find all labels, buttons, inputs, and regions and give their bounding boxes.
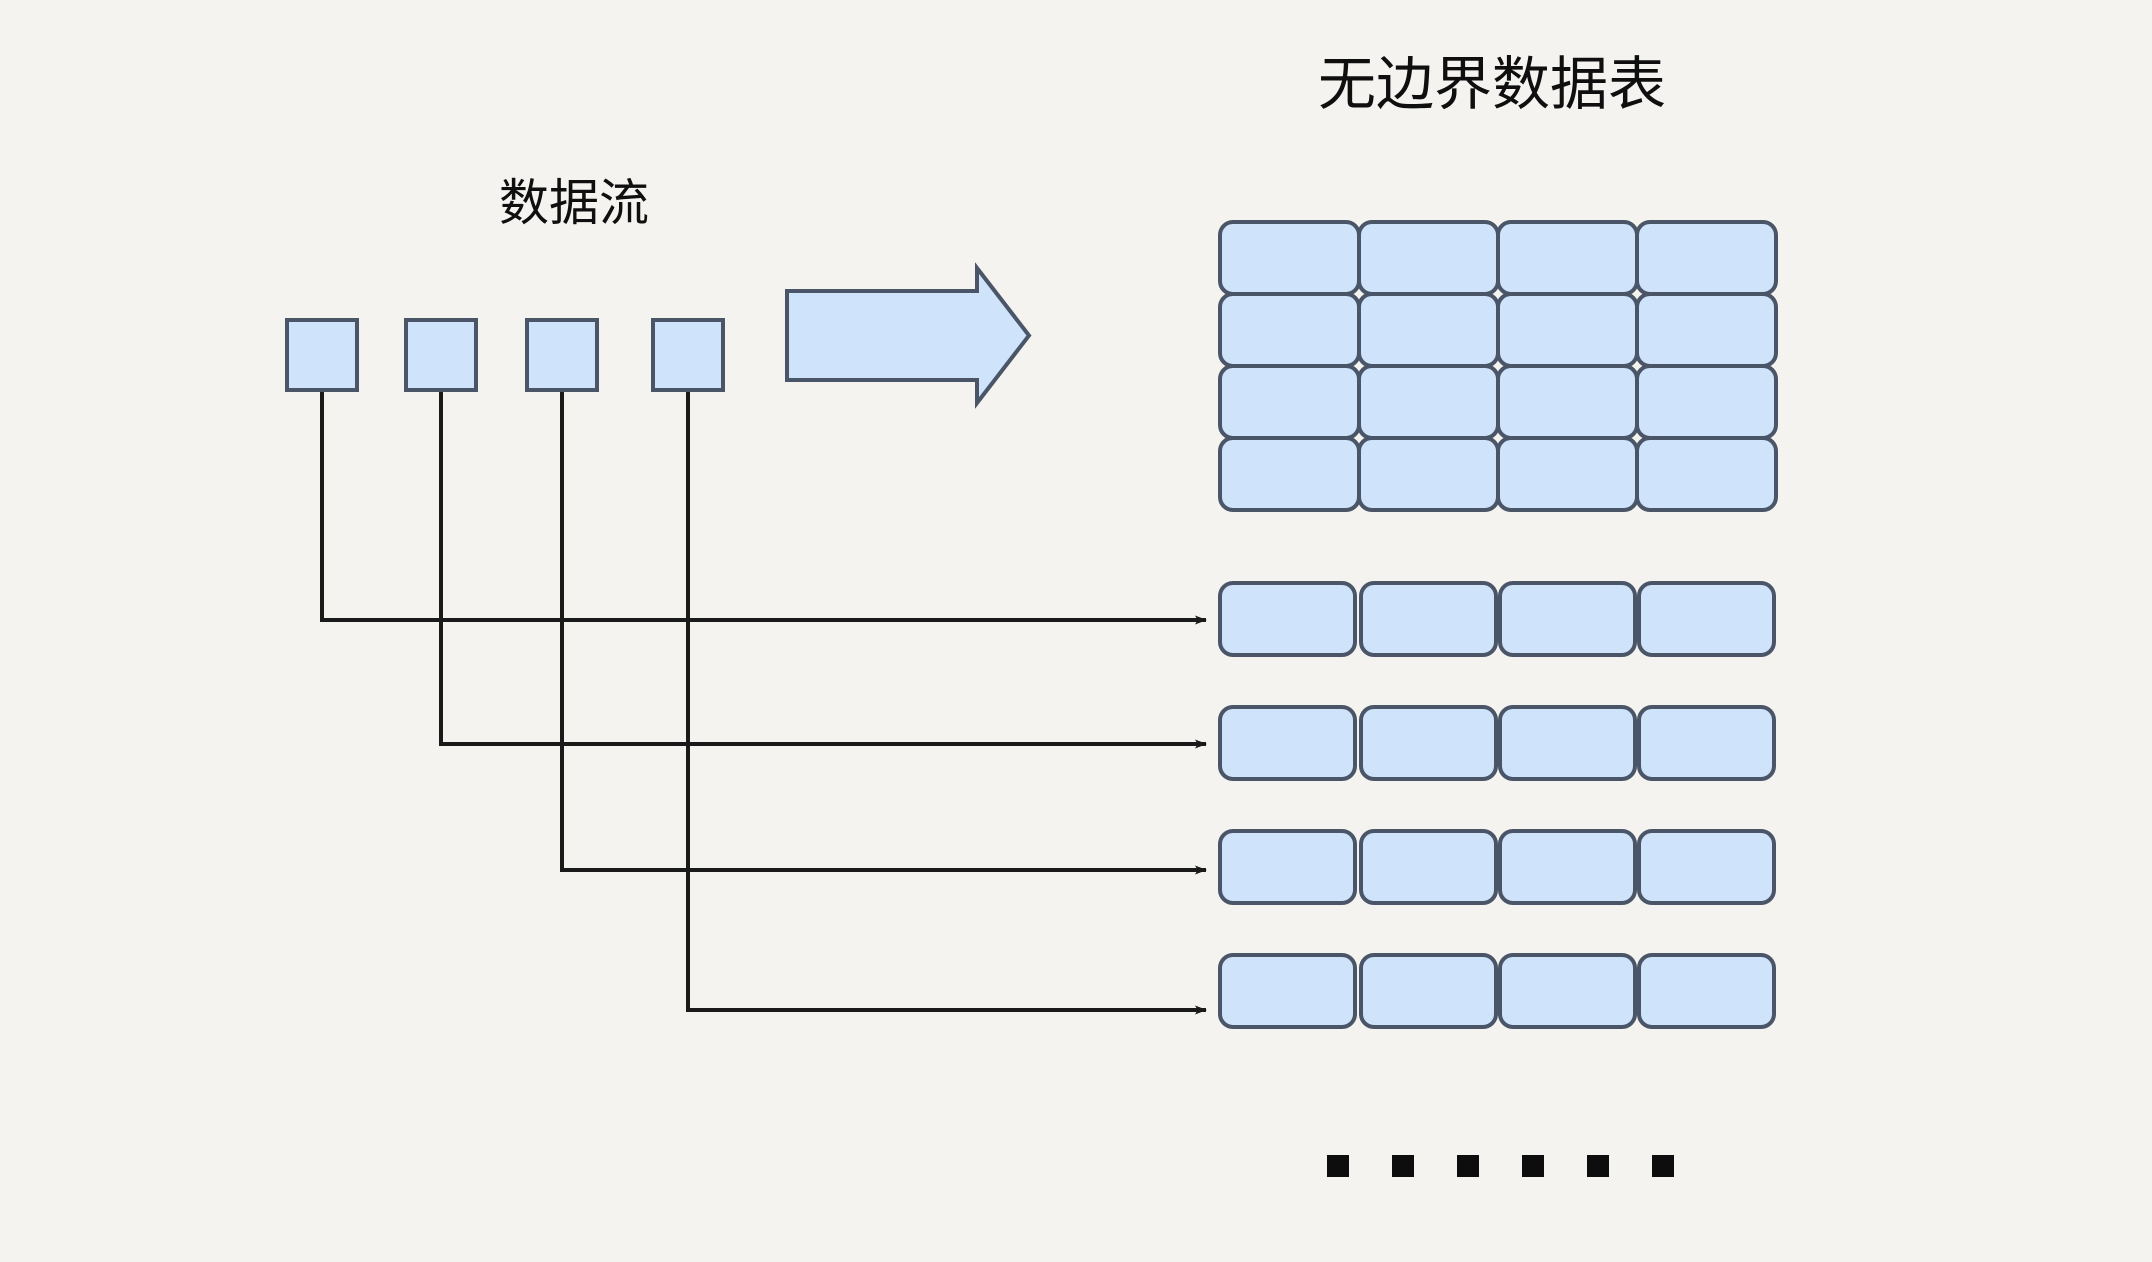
row-3-cell-1	[1218, 829, 1357, 905]
connector-lines	[320, 390, 1207, 1015]
row-1-cell-2	[1359, 581, 1498, 657]
grid-cell-r4-c2	[1357, 436, 1500, 512]
ellipsis-dot-3	[1457, 1155, 1479, 1177]
row-1-cell-4	[1637, 581, 1776, 657]
row-4-cell-4	[1637, 953, 1776, 1029]
row-2-cell-1	[1218, 705, 1357, 781]
grid-cell-r3-c3	[1496, 364, 1639, 440]
grid-cell-r3-c1	[1218, 364, 1361, 440]
ellipsis-dot-6	[1652, 1155, 1674, 1177]
connector-line-4	[686, 390, 1207, 1015]
flow-direction-arrow-icon	[785, 262, 1032, 409]
data-stream-label: 数据流	[499, 175, 649, 231]
ellipsis-dot-1	[1327, 1155, 1349, 1177]
grid-cell-r1-c1	[1218, 220, 1361, 296]
grid-cell-r2-c2	[1357, 292, 1500, 368]
row-1-cell-3	[1498, 581, 1637, 657]
unbounded-table-grid	[1218, 220, 1778, 512]
grid-cell-r4-c3	[1496, 436, 1639, 512]
grid-cell-r2-c1	[1218, 292, 1361, 368]
stream-squares	[285, 318, 725, 392]
flow-arrow-group	[785, 262, 1032, 409]
stream-square-3	[525, 318, 599, 392]
unbounded-table-rows	[1218, 581, 1776, 1029]
ellipsis-dot-5	[1587, 1155, 1609, 1177]
row-2-cell-2	[1359, 705, 1498, 781]
connector-line-1	[320, 390, 1207, 625]
row-4-cell-1	[1218, 953, 1357, 1029]
connector-line-2	[439, 390, 1207, 749]
row-4-cell-3	[1498, 953, 1637, 1029]
row-2-cell-3	[1498, 705, 1637, 781]
stream-square-1	[285, 318, 359, 392]
row-2-cell-4	[1637, 705, 1776, 781]
page-title: 无边界数据表	[1318, 52, 1667, 117]
grid-cell-r3-c2	[1357, 364, 1500, 440]
row-3-cell-2	[1359, 829, 1498, 905]
grid-cell-r1-c2	[1357, 220, 1500, 296]
ellipsis-dot-4	[1522, 1155, 1544, 1177]
ellipsis-dot-2	[1392, 1155, 1414, 1177]
row-3-cell-4	[1637, 829, 1776, 905]
grid-cell-r4-c1	[1218, 436, 1361, 512]
grid-cell-r2-c3	[1496, 292, 1639, 368]
ellipsis-dots	[1327, 1155, 1674, 1177]
row-4-cell-2	[1359, 953, 1498, 1029]
grid-cell-r1-c4	[1635, 220, 1778, 296]
row-3-cell-3	[1498, 829, 1637, 905]
stream-square-2	[404, 318, 478, 392]
grid-cell-r3-c4	[1635, 364, 1778, 440]
connector-line-3	[560, 390, 1207, 875]
grid-cell-r2-c4	[1635, 292, 1778, 368]
stream-square-4	[651, 318, 725, 392]
grid-cell-r4-c4	[1635, 436, 1778, 512]
grid-cell-r1-c3	[1496, 220, 1639, 296]
row-1-cell-1	[1218, 581, 1357, 657]
